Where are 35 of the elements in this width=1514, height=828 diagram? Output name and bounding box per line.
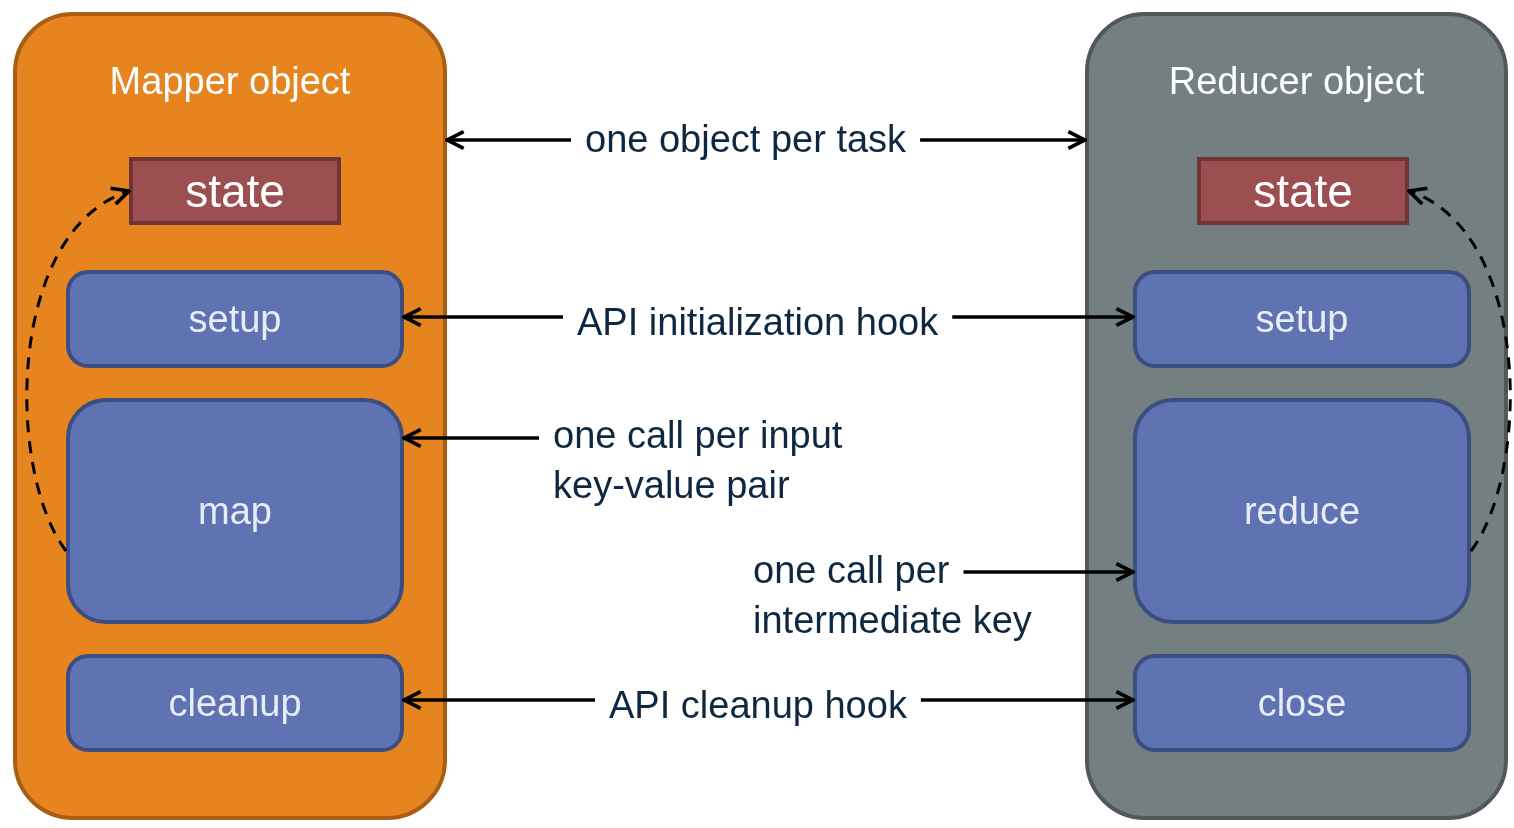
arrow	[402, 306, 563, 328]
box-label: state	[185, 164, 285, 218]
container-title: Reducer object	[1167, 60, 1426, 103]
state-box	[1197, 157, 1409, 225]
annotation-text: one call per intermediate key	[753, 545, 1083, 645]
dashed-arrow	[1407, 189, 1512, 552]
arrow	[920, 129, 1087, 151]
annotation-text: one call per input key-value pair	[553, 410, 893, 510]
box-label: cleanup	[168, 681, 302, 725]
box-label: reduce	[1243, 489, 1361, 533]
arrow	[445, 129, 571, 151]
box-label: setup	[1255, 297, 1349, 341]
arrow	[402, 427, 539, 449]
annotation-text: API cleanup hook	[609, 680, 907, 730]
box-label: state	[1253, 164, 1353, 218]
annotation-text: API initialization hook	[577, 297, 939, 347]
method-box	[66, 654, 404, 752]
box-label: map	[198, 489, 272, 533]
dashed-arrow	[25, 189, 131, 552]
annotation-text: one object per task	[585, 114, 907, 164]
arrow	[402, 689, 595, 711]
arrow	[952, 306, 1135, 328]
method-box	[66, 270, 404, 368]
arrow	[920, 689, 1135, 711]
arrow	[963, 561, 1135, 583]
method-box	[1133, 398, 1471, 624]
mapper-container	[13, 12, 447, 820]
method-box	[1133, 654, 1471, 752]
container-title: Mapper object	[108, 60, 352, 103]
reducer-container	[1085, 12, 1508, 820]
state-box	[129, 157, 341, 225]
method-box	[66, 398, 404, 624]
box-label: setup	[188, 297, 282, 341]
box-label: close	[1257, 681, 1347, 725]
method-box	[1133, 270, 1471, 368]
